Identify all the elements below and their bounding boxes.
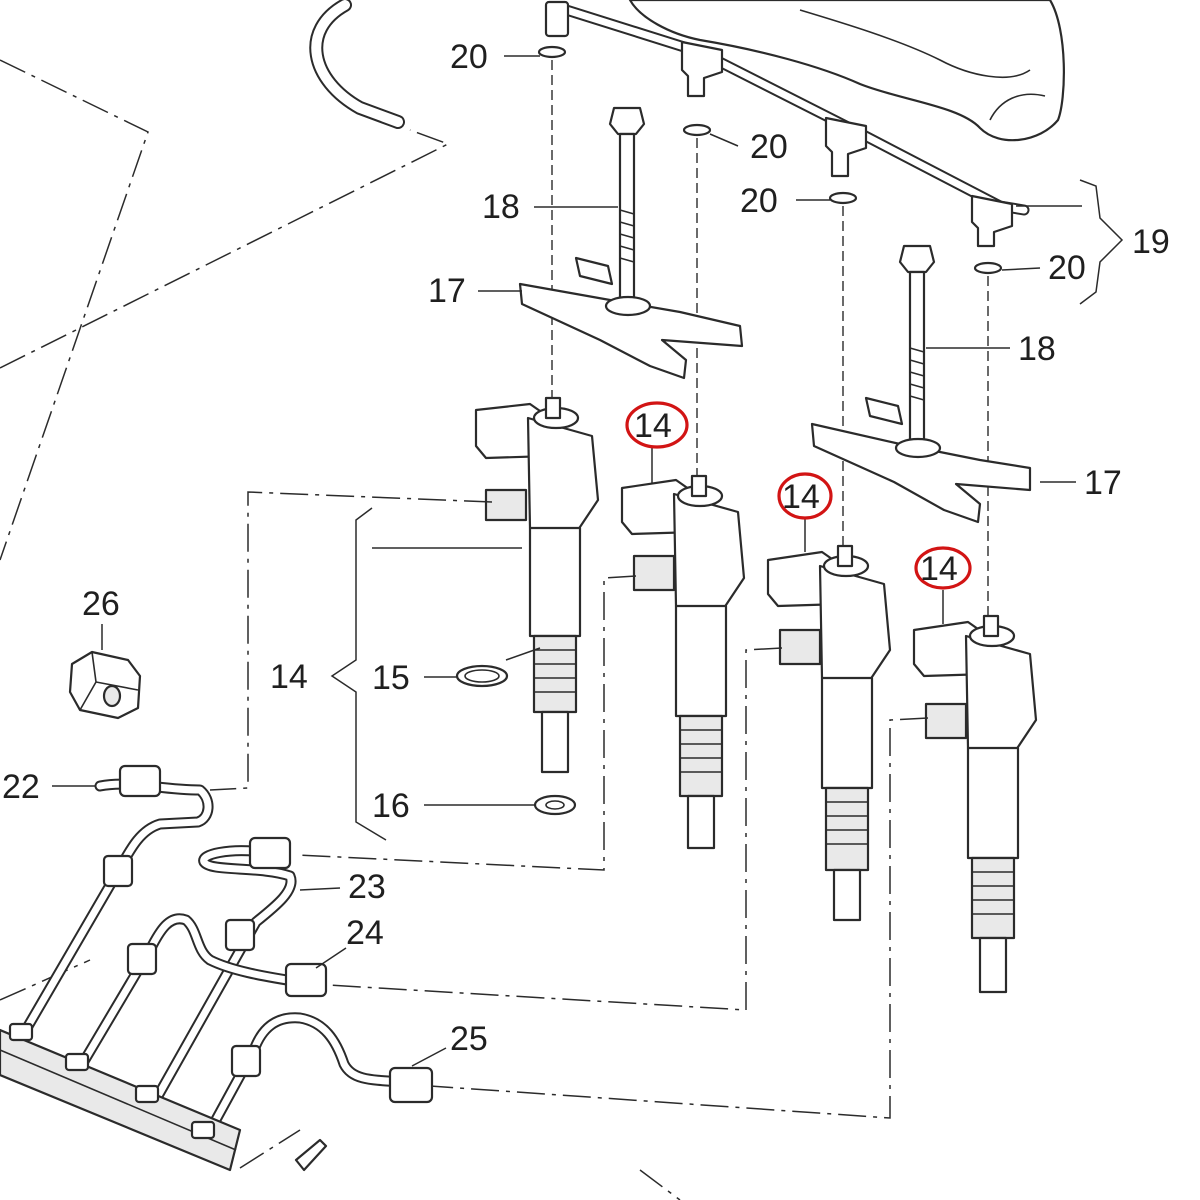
clamp-17-left xyxy=(518,256,744,380)
highlight-circle-2 xyxy=(777,472,833,520)
fuel-rail xyxy=(0,1022,681,1200)
callout-14-b: 14 xyxy=(782,478,820,516)
highlight-circle-3 xyxy=(914,546,972,590)
engine-cover xyxy=(628,0,1065,142)
injector-2 xyxy=(620,474,746,850)
bolt-18-right xyxy=(898,244,936,450)
callout-20-d: 20 xyxy=(1048,249,1086,287)
bolt-18-left xyxy=(608,106,646,312)
callout-23: 23 xyxy=(348,868,386,906)
injector-3 xyxy=(766,544,892,922)
boundary-lines xyxy=(0,59,450,1001)
callout-16: 16 xyxy=(372,787,410,825)
callout-14-d: 14 xyxy=(270,658,308,696)
clamp-17-right xyxy=(810,396,1032,524)
highlight-circle-1 xyxy=(625,401,689,449)
callout-17-b: 17 xyxy=(1084,464,1122,502)
callout-labels: 20 20 20 20 19 18 18 17 17 14 14 14 14 1… xyxy=(2,38,1170,1058)
fuel-return-hose xyxy=(309,0,405,129)
assembly-axes xyxy=(551,60,989,615)
callout-24: 24 xyxy=(346,914,384,952)
callout-25: 25 xyxy=(450,1020,488,1058)
connection-lines xyxy=(209,491,929,1119)
callout-17-a: 17 xyxy=(428,272,466,310)
callout-14-a: 14 xyxy=(634,407,672,445)
leader-lines xyxy=(52,55,1124,1067)
callout-18-a: 18 xyxy=(482,188,520,226)
callout-18-b: 18 xyxy=(1018,330,1056,368)
highlight-circles xyxy=(625,401,972,590)
o-ring-15 xyxy=(455,664,509,688)
part-26-block xyxy=(68,650,142,720)
callout-22: 22 xyxy=(2,768,40,806)
callout-20-b: 20 xyxy=(750,128,788,166)
callout-14-c: 14 xyxy=(920,550,958,588)
injector-4 xyxy=(912,614,1038,994)
injection-pipes xyxy=(14,764,434,1144)
callout-19: 19 xyxy=(1132,223,1170,261)
injector-1 xyxy=(474,396,600,774)
washer-16 xyxy=(533,794,577,816)
seal-rings-20 xyxy=(537,45,1003,275)
callout-26: 26 xyxy=(82,585,120,623)
callout-20-c: 20 xyxy=(740,182,778,220)
callout-20-a: 20 xyxy=(450,38,488,76)
leak-off-line xyxy=(544,0,1030,248)
callout-15: 15 xyxy=(372,659,410,697)
